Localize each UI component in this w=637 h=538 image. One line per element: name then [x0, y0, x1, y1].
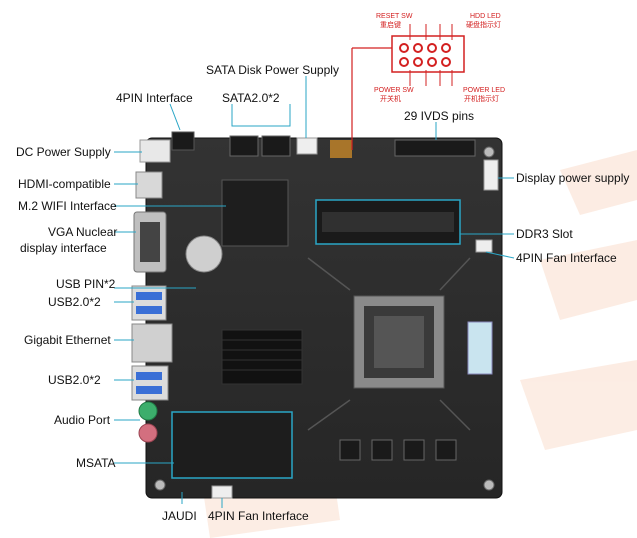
io-panel	[131, 139, 173, 443]
wifi-module	[221, 179, 289, 247]
label-m2-wifi: M.2 WIFI Interface	[18, 199, 117, 213]
mount-hole	[154, 479, 166, 491]
cpu-label	[467, 321, 493, 375]
label-jaudi: JAUDI	[162, 509, 197, 523]
reset-sw-cn-label: 重启键	[380, 20, 401, 29]
label-hdmi: HDMI-compatible	[18, 177, 111, 191]
label-ddr3: DDR3 Slot	[516, 227, 573, 241]
power-sw-cn-label: 开关机	[380, 94, 401, 103]
label-audio: Audio Port	[54, 413, 111, 427]
label-sata2: SATA2.0*2	[222, 91, 280, 105]
display-power-connector	[483, 159, 499, 191]
lvds-connector	[394, 139, 476, 157]
audio-jack-green	[138, 401, 158, 421]
board-components	[171, 179, 493, 499]
audio-jack-pink	[138, 423, 158, 443]
power-led-cn-label: 开机指示灯	[464, 94, 499, 103]
label-usb2-top: USB2.0*2	[48, 295, 101, 309]
label-display-power: Display power supply	[516, 171, 629, 185]
top-connectors	[171, 131, 499, 191]
power-led-label: POWER LED	[463, 87, 505, 94]
label-msata: MSATA	[76, 456, 116, 470]
label-vga-2: display interface	[20, 241, 107, 255]
label-vga-1: VGA Nuclear	[48, 225, 117, 239]
label-fan-bottom: 4PIN Fan Interface	[208, 509, 309, 523]
cmos-battery	[185, 235, 223, 273]
dc-jack	[139, 139, 171, 163]
power-sw-label: POWER SW	[374, 87, 414, 94]
hdd-led-cn-label: 硬盘指示灯	[466, 20, 501, 29]
sata-port-1	[229, 135, 259, 157]
fan-connector-bottom	[211, 485, 233, 499]
label-usb2-bottom: USB2.0*2	[48, 373, 101, 387]
heatsink	[221, 329, 303, 385]
front-panel-diagram: RESET SW 重启键 HDD LED 硬盘指示灯 POWER SW 开关机 …	[351, 13, 505, 150]
sata-power-connector	[296, 137, 318, 155]
mount-hole	[483, 479, 495, 491]
hdmi-port	[135, 171, 163, 199]
callout-labels: SATA Disk Power Supply 4PIN Interface SA…	[16, 63, 629, 523]
ethernet-port	[131, 323, 173, 363]
inductors	[339, 439, 457, 461]
fan-connector-right	[475, 239, 493, 253]
mount-hole	[483, 146, 495, 158]
label-4pin-interface: 4PIN Interface	[116, 91, 193, 105]
msata-slot	[171, 411, 293, 479]
usb-port-top	[131, 285, 167, 321]
label-dc-power: DC Power Supply	[16, 145, 111, 159]
label-sata-power: SATA Disk Power Supply	[206, 63, 339, 77]
leader-lines	[114, 76, 515, 508]
reset-sw-label: RESET SW	[376, 13, 413, 20]
sata-port-2	[261, 135, 291, 157]
pin4-connector	[171, 131, 195, 151]
front-panel-pins	[330, 140, 352, 158]
usb-port-bottom	[131, 365, 169, 401]
label-lvds: 29 IVDS pins	[404, 109, 474, 123]
label-usb-pin: USB PIN*2	[56, 277, 116, 291]
label-gigabit: Gigabit Ethernet	[24, 333, 111, 347]
hdd-led-label: HDD LED	[470, 13, 501, 20]
label-fan-right: 4PIN Fan Interface	[516, 251, 617, 265]
